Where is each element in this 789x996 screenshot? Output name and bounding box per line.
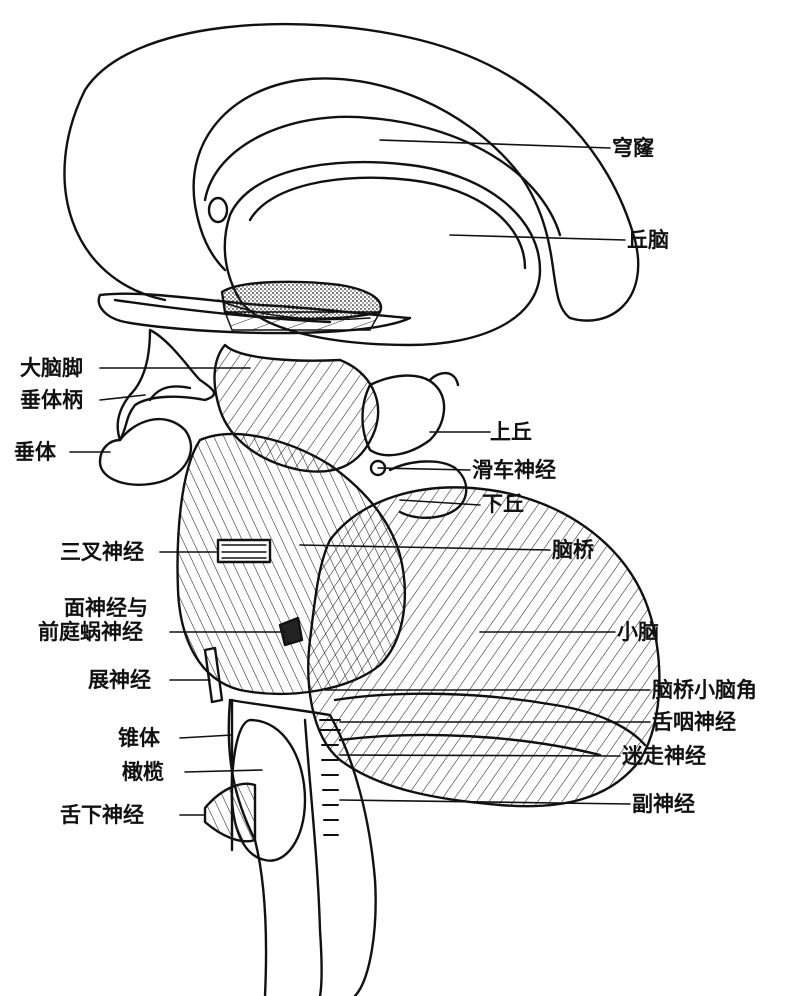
- label-accessory-nerve: 副神经: [632, 792, 695, 816]
- label-thalamus: 丘脑: [627, 228, 669, 252]
- label-pons: 脑桥: [552, 538, 594, 562]
- label-trochlear-nerve: 滑车神经: [472, 458, 556, 482]
- label-inferior-colliculus: 下丘: [482, 492, 524, 516]
- label-olive: 橄榄: [122, 760, 164, 784]
- label-pituitary-stalk: 垂体柄: [20, 388, 83, 412]
- label-facial-nerve-line1: 面神经与: [64, 596, 148, 620]
- label-cerebral-peduncle: 大脑脚: [20, 356, 83, 380]
- pituitary-shape: [118, 330, 214, 440]
- fornix-shape: [64, 24, 638, 321]
- label-pyramid: 锥体: [118, 726, 160, 750]
- label-cerebellum: 小脑: [617, 620, 659, 644]
- label-fornix: 穹窿: [612, 136, 654, 160]
- hypoglossal-nerve-shape: [205, 784, 255, 842]
- label-trigeminal-nerve: 三叉神经: [60, 540, 144, 564]
- label-pituitary: 垂体: [14, 440, 56, 464]
- label-abducens-nerve: 展神经: [88, 668, 151, 692]
- cerebellum-shape: [308, 487, 659, 806]
- label-cerebellopontine-angle: 脑桥小脑角: [652, 678, 757, 702]
- label-hypoglossal-nerve: 舌下神经: [60, 803, 144, 827]
- label-glossopharyngeal-nerve: 舌咽神经: [652, 710, 736, 734]
- label-vagus-nerve: 迷走神经: [622, 744, 706, 768]
- label-facial-nerve-line2: 前庭蜗神经: [38, 620, 143, 644]
- label-superior-colliculus: 上丘: [490, 420, 532, 444]
